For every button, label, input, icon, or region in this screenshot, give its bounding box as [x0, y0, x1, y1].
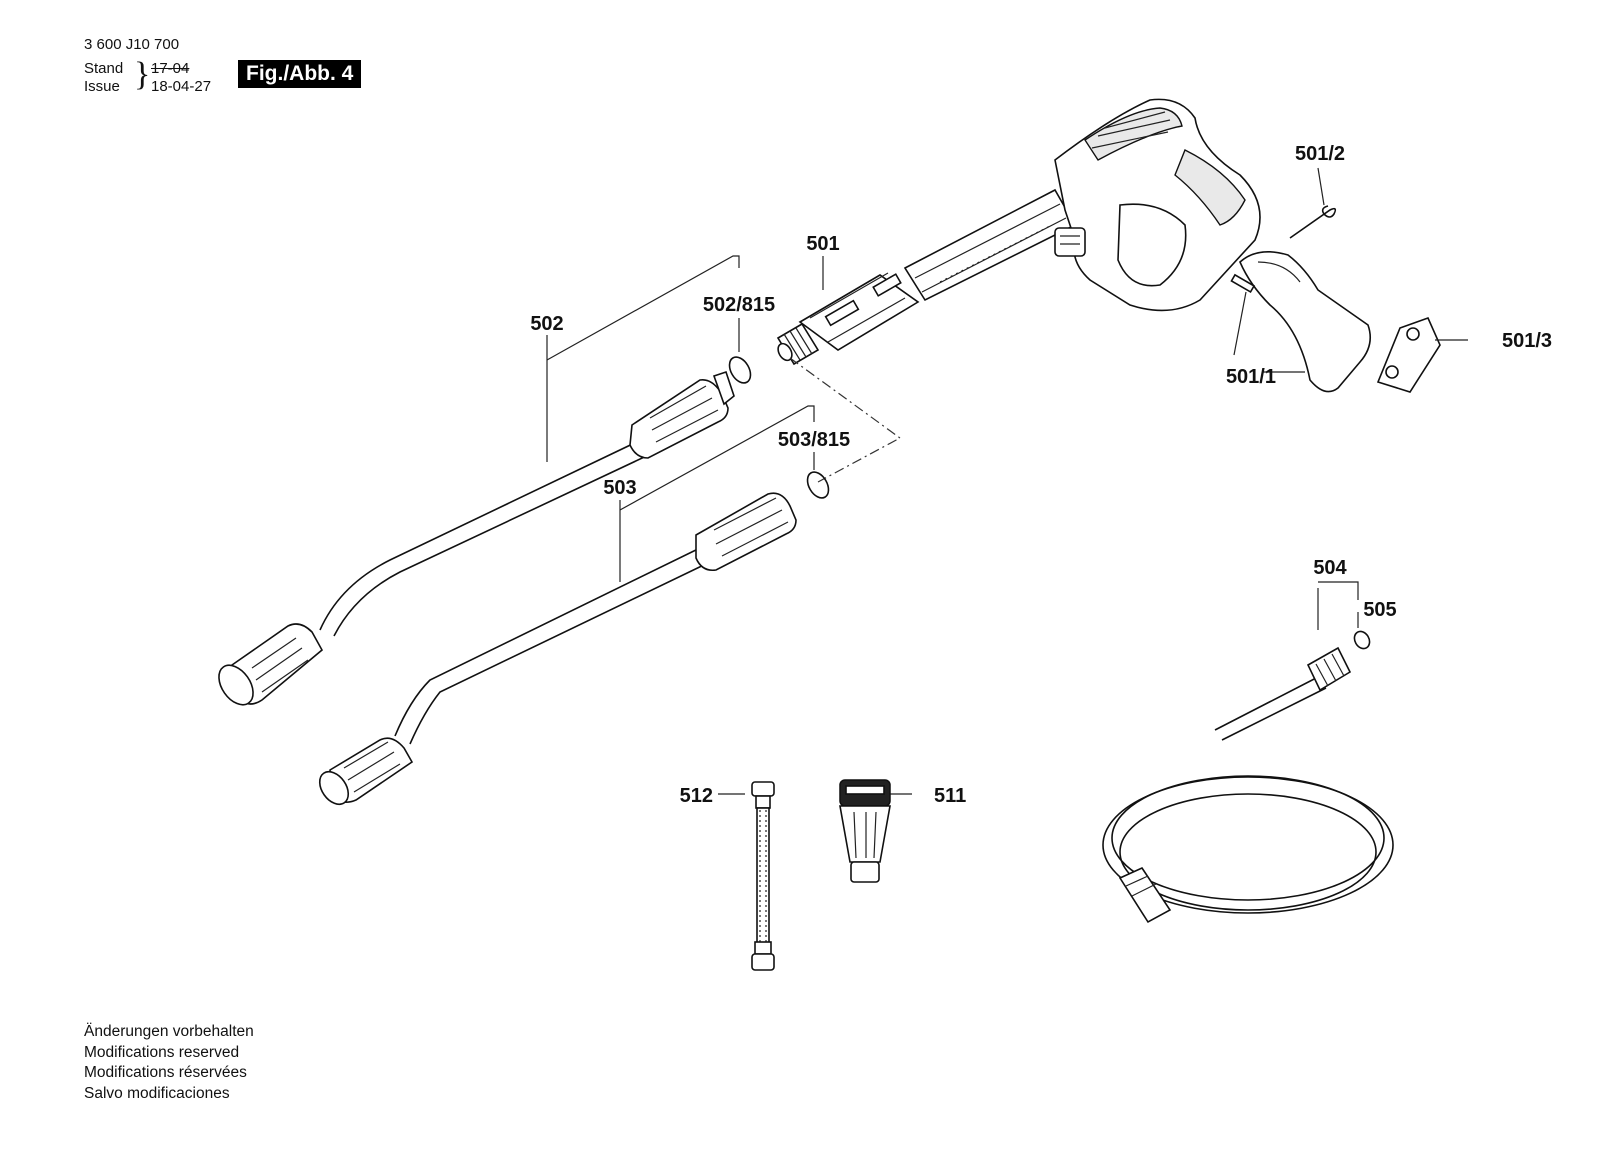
assembly-line	[789, 357, 902, 483]
footer-line-es: Salvo modificaciones	[84, 1084, 230, 1102]
label-502-815: 502/815	[703, 294, 775, 316]
label-505: 505	[1363, 599, 1396, 621]
label-503: 503	[603, 477, 636, 499]
lance-502	[218, 370, 735, 706]
stand-label: Stand	[84, 60, 124, 77]
water-filter-511	[839, 779, 891, 883]
label-502: 502	[530, 313, 563, 335]
stand-date: 17-04	[151, 60, 190, 77]
figure-label: Fig./Abb. 4	[238, 60, 362, 88]
trigger-501-1	[1230, 250, 1371, 393]
label-501-2: 501/2	[1295, 143, 1345, 165]
o-ring-503-815	[806, 452, 830, 499]
lance-503	[318, 492, 797, 806]
footer-line-fr: Modifications réservées	[84, 1064, 247, 1081]
label-511: 511	[934, 785, 966, 807]
o-ring-502-815	[728, 318, 752, 384]
footer-line-de: Änderungen vorbehalten	[84, 1023, 254, 1040]
issue-date: 18-04-27	[151, 78, 212, 95]
label-501-1: 501/1	[1226, 366, 1276, 388]
issue-label: Issue	[84, 78, 120, 95]
label-512: 512	[680, 785, 713, 807]
spring-501-2	[1289, 167, 1337, 239]
label-504: 504	[1313, 557, 1347, 579]
leader-lines	[546, 255, 1359, 795]
spray-gun-501	[776, 98, 1261, 366]
braided-pipe-512	[751, 781, 775, 971]
hose-504	[1102, 646, 1394, 924]
label-501-3: 501/3	[1502, 330, 1552, 352]
footer-line-en: Modifications reserved	[84, 1043, 240, 1061]
o-ring-505	[1353, 630, 1371, 650]
footer-notice: Änderungen vorbehalten Modifications res…	[84, 1022, 254, 1104]
lock-clip-501-3	[1376, 316, 1468, 393]
document-number: 3 600 J10 700	[84, 36, 180, 53]
label-503-815: 503/815	[778, 429, 850, 451]
label-501: 501	[806, 233, 839, 255]
brace-icon: }	[134, 56, 151, 93]
